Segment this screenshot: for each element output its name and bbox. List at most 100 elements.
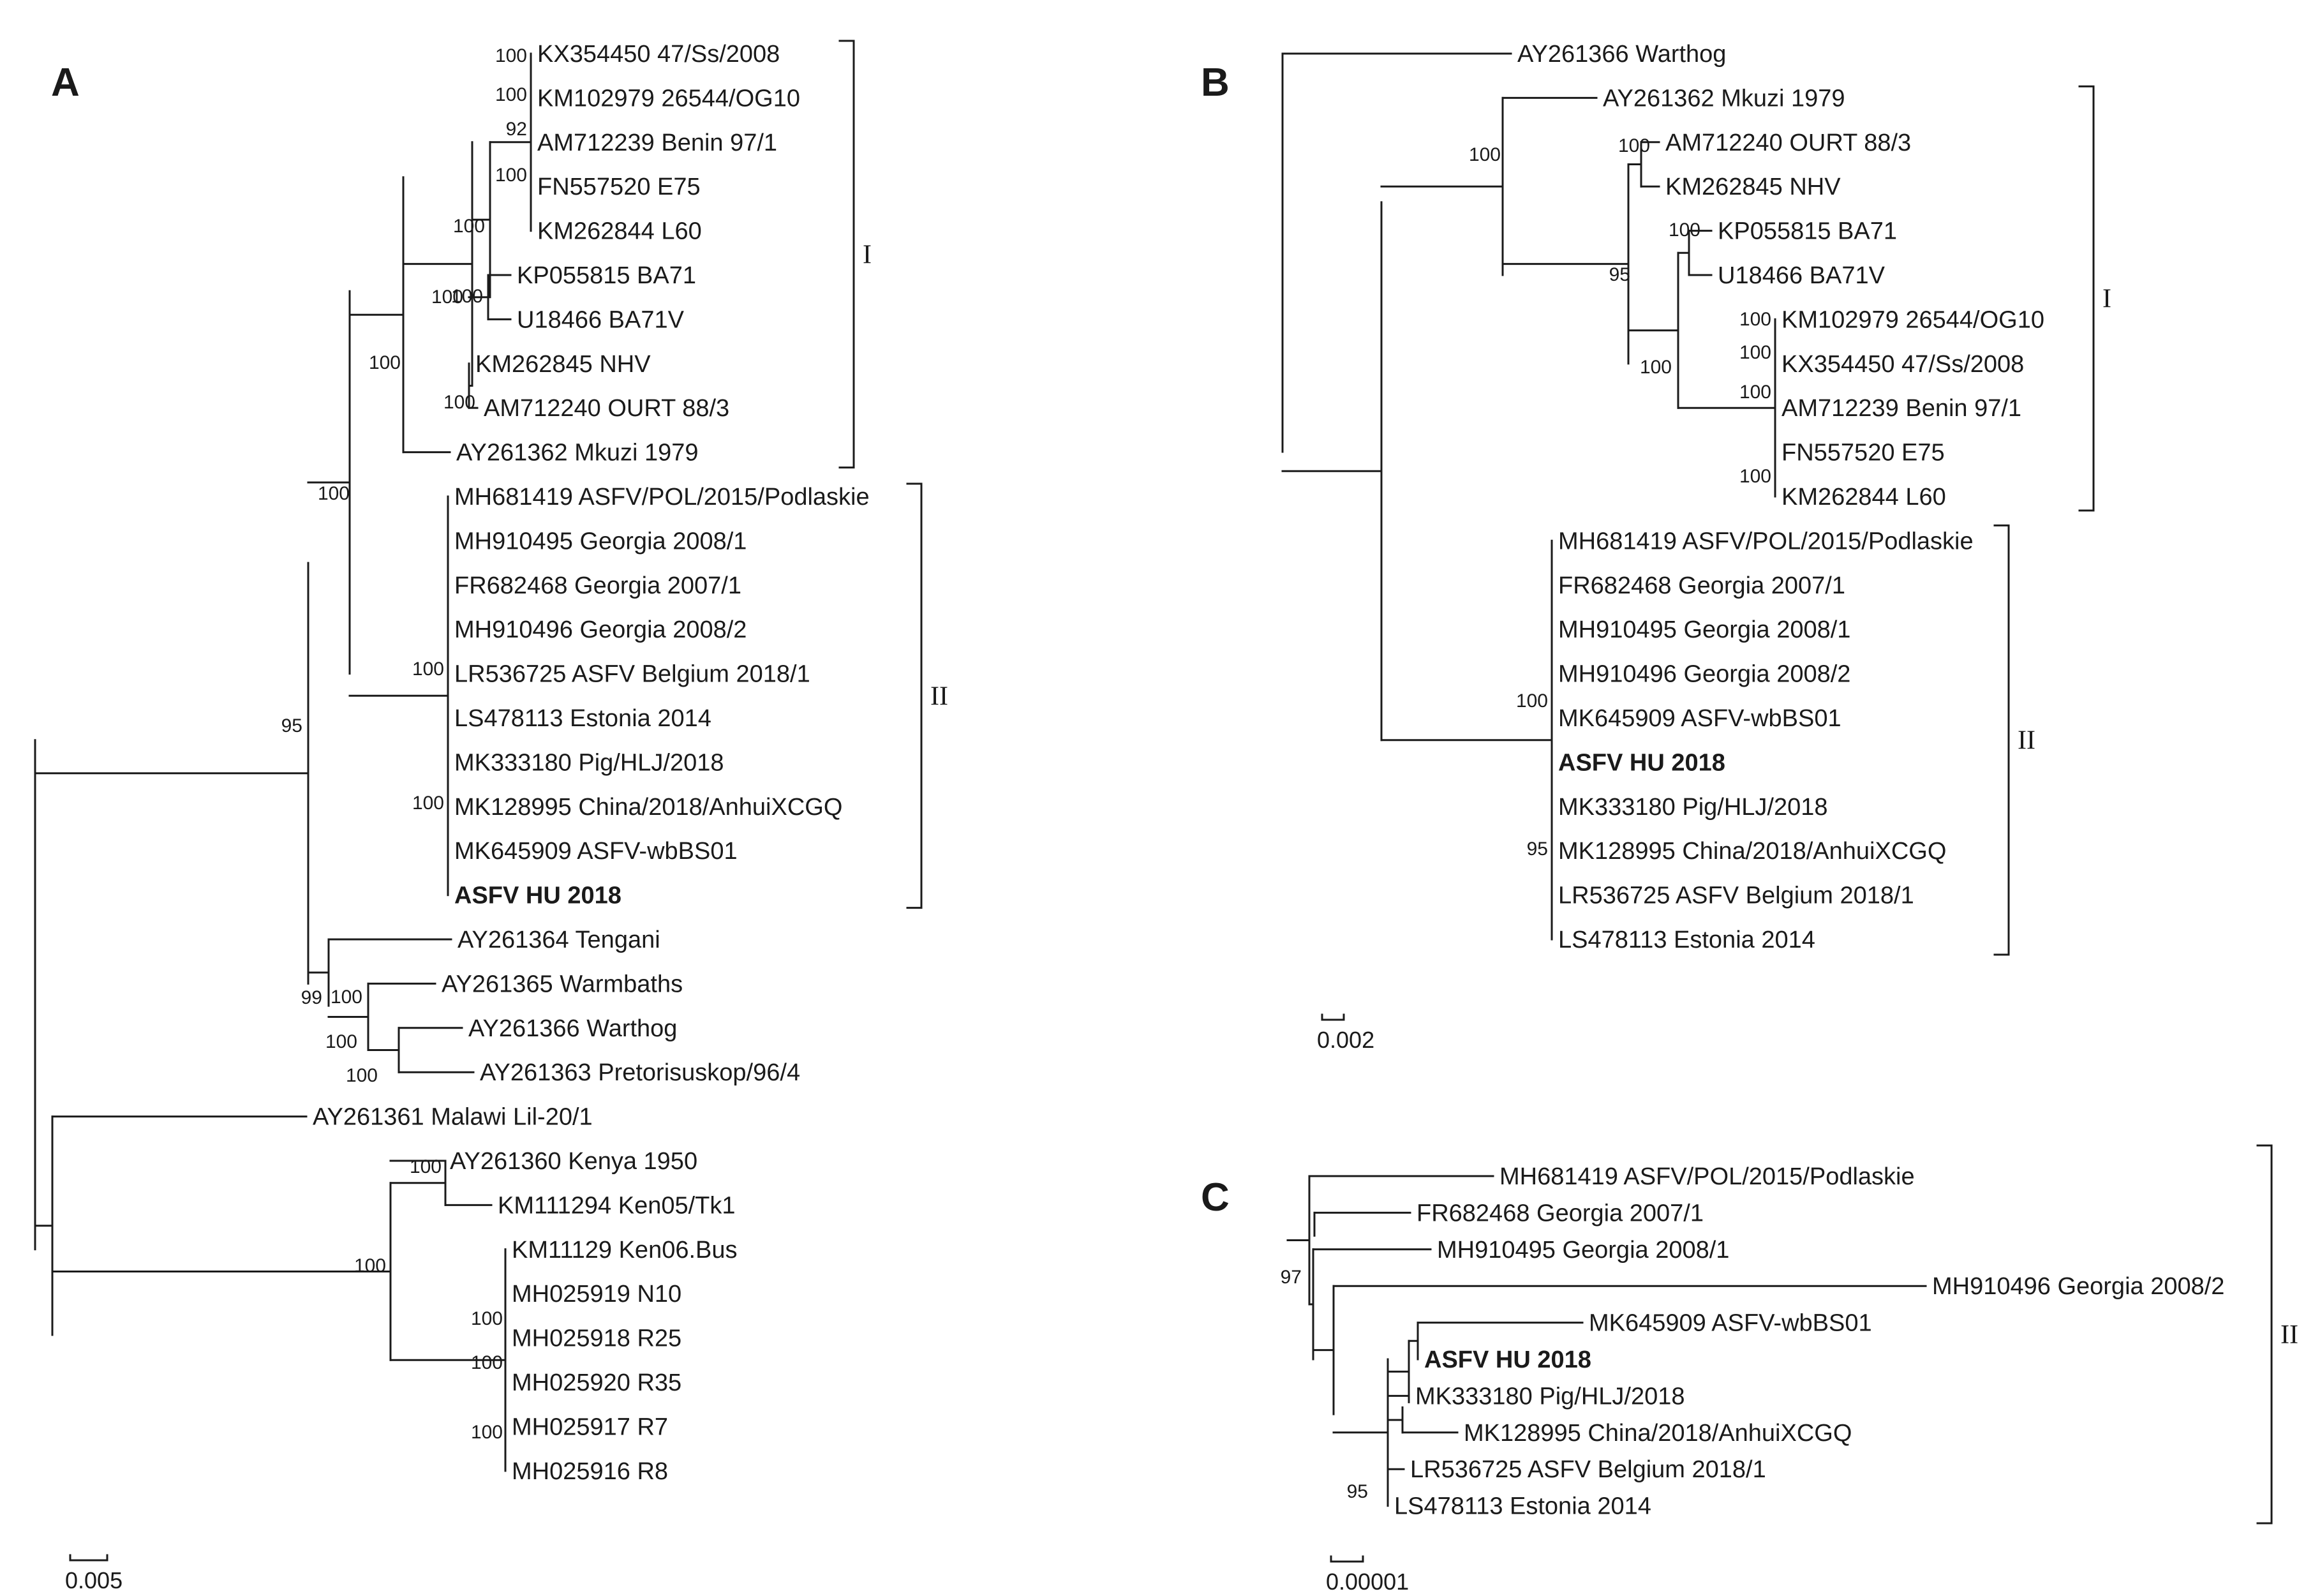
bootstrap-value: 100 xyxy=(346,1065,378,1086)
bootstrap-value: 100 xyxy=(431,287,463,308)
bootstrap-value: 95 xyxy=(281,715,302,736)
leaf-label-km11129-ken06-bus: KM11129 Ken06.Bus xyxy=(512,1237,738,1264)
leaf-label-lr536725-asfv-belgium-2018-1: LR536725 ASFV Belgium 2018/1 xyxy=(454,661,810,688)
leaf-label-km111294-ken05-tk1: KM111294 Ken05/Tk1 xyxy=(498,1192,736,1219)
bootstrap-value: 100 xyxy=(1739,466,1771,487)
leaf-label-asfv-hu-2018: ASFV HU 2018 xyxy=(1424,1346,1591,1373)
bootstrap-value: 100 xyxy=(1739,309,1771,330)
leaf-label-km102979-26544-og10: KM102979 26544/OG10 xyxy=(1782,306,2044,333)
leaf-label-asfv-hu-2018: ASFV HU 2018 xyxy=(1558,749,1725,776)
leaf-label-mk333180-pig-hlj-2018: MK333180 Pig/HLJ/2018 xyxy=(1415,1383,1685,1410)
bootstrap-value: 100 xyxy=(1469,144,1501,165)
leaf-label-kx354450-47-ss-2008: KX354450 47/Ss/2008 xyxy=(537,41,780,68)
scale-bar-label: 0.005 xyxy=(65,1567,123,1593)
bootstrap-value: 100 xyxy=(471,1308,503,1329)
bootstrap-value: 100 xyxy=(331,987,362,1008)
leaf-label-ay261362-mkuzi-1979: AY261362 Mkuzi 1979 xyxy=(1603,85,1845,112)
clade-bracket xyxy=(2256,1144,2273,1525)
leaf-label-fr682468-georgia-2007-1: FR682468 Georgia 2007/1 xyxy=(1558,572,1845,599)
leaf-label-ay261366-warthog: AY261366 Warthog xyxy=(1517,41,1726,68)
leaf-label-mh025920-r35: MH025920 R35 xyxy=(512,1369,681,1396)
bootstrap-value: 100 xyxy=(1516,690,1548,712)
bootstrap-value: 100 xyxy=(1739,382,1771,403)
clade-bracket xyxy=(906,482,923,909)
bootstrap-value: 100 xyxy=(412,659,444,680)
leaf-label-mk128995-china-2018-anhuixcgq: MK128995 China/2018/AnhuiXCGQ xyxy=(1464,1420,1852,1447)
bootstrap-value: 100 xyxy=(318,483,350,504)
leaf-label-mh681419-asfv-pol-2015-podlaskie: MH681419 ASFV/POL/2015/Podlaskie xyxy=(1499,1163,1915,1190)
leaf-label-mh910496-georgia-2008-2: MH910496 Georgia 2008/2 xyxy=(1558,661,1850,688)
leaf-label-kp055815-ba71: KP055815 BA71 xyxy=(1718,218,1897,245)
bootstrap-value: 100 xyxy=(471,1352,503,1373)
bootstrap-value: 100 xyxy=(1739,342,1771,363)
leaf-label-km102979-26544-og10: KM102979 26544/OG10 xyxy=(537,85,800,112)
leaf-label-asfv-hu-2018: ASFV HU 2018 xyxy=(454,883,621,909)
clade-bracket xyxy=(1993,524,2010,956)
scale-bar-label: 0.002 xyxy=(1317,1027,1374,1053)
bootstrap-value: 100 xyxy=(369,352,401,373)
leaf-label-mk645909-asfv-wbbs01: MK645909 ASFV-wbBS01 xyxy=(454,838,738,865)
leaf-label-ay261363-pretorisuskop-96-4: AY261363 Pretorisuskop/96/4 xyxy=(480,1059,800,1086)
bootstrap-value: 100 xyxy=(354,1255,386,1276)
bootstrap-value: 100 xyxy=(443,392,475,413)
leaf-label-ay261361-malawi-lil-20-1: AY261361 Malawi Lil-20/1 xyxy=(313,1104,593,1131)
bootstrap-value: 100 xyxy=(1618,135,1650,156)
bootstrap-value: 92 xyxy=(506,119,527,140)
leaf-label-ay261366-warthog: AY261366 Warthog xyxy=(468,1015,677,1042)
leaf-label-mh910495-georgia-2008-1: MH910495 Georgia 2008/1 xyxy=(1558,616,1850,643)
leaf-label-mh910495-georgia-2008-1: MH910495 Georgia 2008/1 xyxy=(1437,1237,1729,1264)
leaf-label-ay261364-tengani: AY261364 Tengani xyxy=(457,927,660,953)
leaf-label-km262844-l60: KM262844 L60 xyxy=(537,218,702,245)
leaf-label-fn557520-e75: FN557520 E75 xyxy=(1782,440,1945,466)
leaf-label-mk645909-asfv-wbbs01: MK645909 ASFV-wbBS01 xyxy=(1558,705,1841,732)
leaf-label-kx354450-47-ss-2008: KX354450 47/Ss/2008 xyxy=(1782,351,2024,378)
leaf-label-lr536725-asfv-belgium-2018-1: LR536725 ASFV Belgium 2018/1 xyxy=(1558,883,1914,909)
scale-bar xyxy=(69,1554,108,1562)
leaf-label-mh025916-r8: MH025916 R8 xyxy=(512,1458,668,1485)
scale-bar-label: 0.00001 xyxy=(1326,1569,1409,1595)
bootstrap-value: 100 xyxy=(1640,357,1672,378)
panel-label: C xyxy=(1201,1175,1230,1219)
leaf-label-mk333180-pig-hlj-2018: MK333180 Pig/HLJ/2018 xyxy=(454,749,724,776)
leaf-label-am712240-ourt-88-3: AM712240 OURT 88/3 xyxy=(484,395,729,422)
bootstrap-value: 95 xyxy=(1347,1481,1368,1502)
leaf-label-lr536725-asfv-belgium-2018-1: LR536725 ASFV Belgium 2018/1 xyxy=(1410,1456,1766,1483)
leaf-label-fr682468-georgia-2007-1: FR682468 Georgia 2007/1 xyxy=(1417,1200,1704,1227)
bootstrap-value: 100 xyxy=(495,165,527,186)
bootstrap-value: 99 xyxy=(301,987,322,1008)
clade-label: II xyxy=(2280,1320,2298,1350)
leaf-label-mk128995-china-2018-anhuixcgq: MK128995 China/2018/AnhuiXCGQ xyxy=(1558,838,1946,865)
panel-c-tree: MH681419 ASFV/POL/2015/PodlaskieFR682468… xyxy=(1201,1144,2298,1595)
leaf-label-kp055815-ba71: KP055815 BA71 xyxy=(517,262,696,289)
clade-label: II xyxy=(2018,726,2035,756)
clade-bracket xyxy=(2078,85,2095,512)
leaf-label-ls478113-estonia-2014: LS478113 Estonia 2014 xyxy=(1558,927,1815,953)
leaf-label-ay261362-mkuzi-1979: AY261362 Mkuzi 1979 xyxy=(456,440,699,466)
leaf-label-u18466-ba71v: U18466 BA71V xyxy=(517,306,685,333)
leaf-label-fr682468-georgia-2007-1: FR682468 Georgia 2007/1 xyxy=(454,572,741,599)
leaf-label-am712239-benin-97-1: AM712239 Benin 97/1 xyxy=(537,130,777,156)
leaf-label-km262845-nhv: KM262845 NHV xyxy=(1665,174,1841,200)
leaf-label-km262844-l60: KM262844 L60 xyxy=(1782,484,1946,511)
bootstrap-value: 97 xyxy=(1281,1267,1302,1288)
clade-label: I xyxy=(863,240,872,269)
panel-label: A xyxy=(51,61,80,105)
bootstrap-value: 100 xyxy=(1669,220,1700,241)
bootstrap-value: 100 xyxy=(495,45,527,66)
bootstrap-value: 100 xyxy=(471,1422,503,1443)
leaf-label-fn557520-e75: FN557520 E75 xyxy=(537,174,701,200)
bootstrap-value: 95 xyxy=(1527,839,1548,860)
leaf-label-km262845-nhv: KM262845 NHV xyxy=(475,351,651,378)
leaf-label-ay261365-warmbaths: AY261365 Warmbaths xyxy=(442,971,683,997)
clade-bracket xyxy=(838,40,855,469)
leaf-label-mh910496-georgia-2008-2: MH910496 Georgia 2008/2 xyxy=(1932,1273,2224,1300)
leaf-label-mk333180-pig-hlj-2018: MK333180 Pig/HLJ/2018 xyxy=(1558,794,1828,821)
bootstrap-value: 100 xyxy=(412,793,444,814)
leaf-label-mh025918-r25: MH025918 R25 xyxy=(512,1325,681,1352)
leaf-label-mk128995-china-2018-anhuixcgq: MK128995 China/2018/AnhuiXCGQ xyxy=(454,794,842,821)
leaf-label-mh910496-georgia-2008-2: MH910496 Georgia 2008/2 xyxy=(454,616,747,643)
leaf-label-mh025919-n10: MH025919 N10 xyxy=(512,1281,681,1308)
leaf-label-mh681419-asfv-pol-2015-podlaskie: MH681419 ASFV/POL/2015/Podlaskie xyxy=(454,484,870,511)
